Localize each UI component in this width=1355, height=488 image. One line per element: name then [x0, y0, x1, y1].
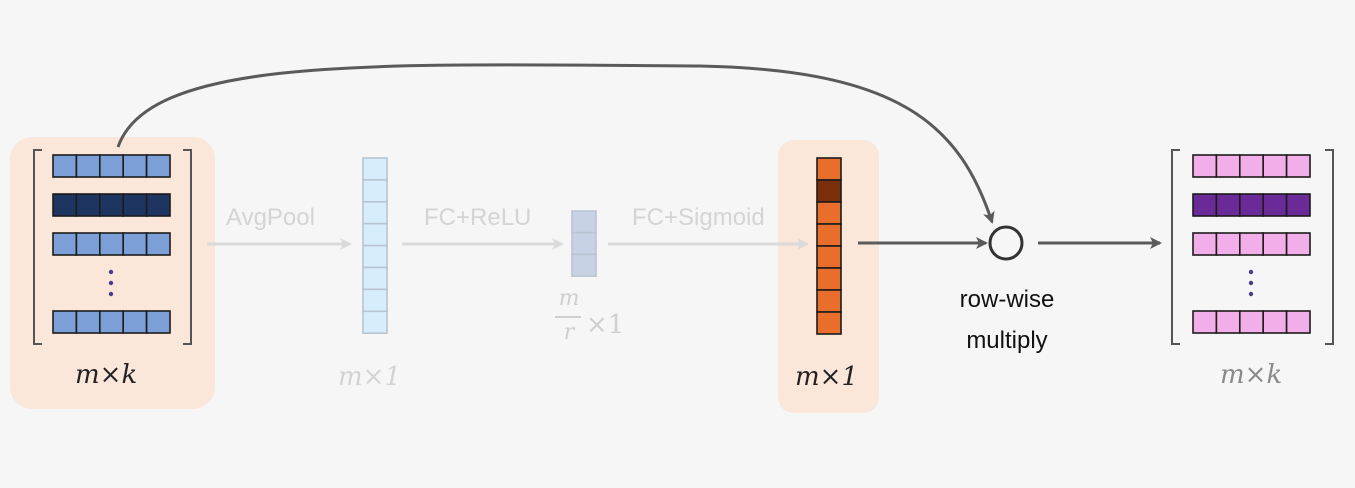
- output-matrix-cell: [1192, 232, 1218, 256]
- input-matrix-cell: [99, 193, 125, 217]
- pooled-dim-label: m×1: [338, 362, 401, 392]
- weight-vector: [816, 157, 842, 335]
- output-matrix-cell: [1262, 310, 1288, 334]
- output-matrix-ellipsis-dot: [1248, 269, 1254, 275]
- input-matrix-ellipsis-dot: [108, 280, 114, 286]
- output-matrix-cell: [1215, 154, 1241, 178]
- output-matrix-cell: [1262, 232, 1288, 256]
- output-matrix-cell: [1262, 154, 1288, 178]
- input-matrix-cell: [52, 232, 78, 256]
- pooled-vector-cell: [362, 201, 388, 225]
- input-matrix-cell: [99, 310, 125, 334]
- input-matrix-cell: [52, 154, 78, 178]
- output-matrix-cell: [1239, 310, 1265, 334]
- output-matrix-cell: [1215, 193, 1241, 217]
- pooled-vector-cell: [362, 310, 388, 334]
- input-matrix-cell: [75, 310, 101, 334]
- reduced-vector-cell: [571, 210, 597, 234]
- output-matrix-cell: [1285, 193, 1311, 217]
- input-matrix-cell: [122, 154, 148, 178]
- output-matrix-cell: [1285, 310, 1311, 334]
- input-matrix-cell: [145, 154, 171, 178]
- output-matrix-cell: [1285, 154, 1311, 178]
- input-matrix-ellipsis-dot: [108, 269, 114, 275]
- pooled-vector-cell: [362, 288, 388, 313]
- weight-vector-cell: [816, 267, 842, 291]
- input-right-bracket: [183, 149, 192, 345]
- output-matrix-cell: [1192, 193, 1218, 217]
- output-matrix-cell: [1192, 154, 1218, 178]
- pooled-vector-cell: [362, 179, 388, 203]
- input-matrix-cell: [75, 193, 101, 217]
- avgpool-label: AvgPool: [226, 204, 315, 231]
- weight-vector-cell: [816, 157, 842, 181]
- output-matrix-cell: [1239, 232, 1265, 256]
- output-matrix-cell: [1192, 310, 1218, 334]
- output-matrix: [1192, 154, 1311, 334]
- input-matrix-ellipsis-dot: [108, 291, 114, 297]
- output-matrix-cell: [1239, 154, 1265, 178]
- row-wise-label: row-wise: [959, 286, 1055, 313]
- pooled-vector-cell: [362, 157, 388, 181]
- multiply-label: multiply: [966, 327, 1048, 354]
- output-left-bracket: [1171, 149, 1180, 345]
- pooled-vector: [362, 157, 388, 334]
- reduced-vector-cell: [571, 231, 597, 256]
- weight-vector-cell: [816, 179, 842, 203]
- input-matrix-cell: [145, 193, 171, 217]
- output-matrix-ellipsis-dot: [1248, 280, 1254, 286]
- input-left-bracket: [33, 149, 42, 345]
- input-matrix-cell: [52, 193, 78, 217]
- multiply-node: [988, 225, 1024, 261]
- input-matrix-cell: [52, 310, 78, 334]
- weight-vector-cell: [816, 201, 842, 225]
- skip-connection-arrow: [116, 63, 995, 224]
- weight-vector-cell: [816, 223, 842, 247]
- pooled-vector-cell: [362, 244, 388, 269]
- reduced-dim-suffix: ×1: [586, 310, 625, 340]
- output-dim-label: m×k: [1220, 360, 1283, 390]
- input-matrix: [52, 154, 171, 334]
- pooled-vector-cell: [362, 222, 388, 247]
- input-matrix-cell: [99, 154, 125, 178]
- input-matrix-cell: [75, 154, 101, 178]
- weight-vector-cell: [816, 311, 842, 335]
- reduced-vector: [571, 210, 597, 277]
- input-matrix-cell: [75, 232, 101, 256]
- output-matrix-cell: [1285, 232, 1311, 256]
- input-matrix-cell: [145, 310, 171, 334]
- output-matrix-cell: [1215, 310, 1241, 334]
- input-matrix-cell: [122, 310, 148, 334]
- input-matrix-cell: [99, 232, 125, 256]
- input-matrix-cell: [145, 232, 171, 256]
- fc-sigmoid-label: FC+Sigmoid: [632, 204, 765, 231]
- output-matrix-cell: [1215, 232, 1241, 256]
- reduced-vector-cell: [571, 253, 597, 277]
- input-matrix-cell: [122, 193, 148, 217]
- reduced-dim-numerator: m: [558, 286, 580, 311]
- output-matrix-cell: [1239, 193, 1265, 217]
- reduced-dim-fraction-bar: [555, 316, 581, 318]
- output-matrix-ellipsis-dot: [1248, 291, 1254, 297]
- input-dim-label: m×k: [75, 360, 138, 390]
- output-right-bracket: [1325, 149, 1334, 345]
- reduced-dim-denominator: r: [563, 320, 575, 345]
- fc-relu-label: FC+ReLU: [424, 204, 532, 231]
- output-matrix-cell: [1262, 193, 1288, 217]
- weight-vector-cell: [816, 245, 842, 269]
- input-matrix-cell: [122, 232, 148, 256]
- weight-vector-cell: [816, 289, 842, 313]
- pooled-vector-cell: [362, 266, 388, 291]
- weights-dim-label: m×1: [795, 362, 858, 392]
